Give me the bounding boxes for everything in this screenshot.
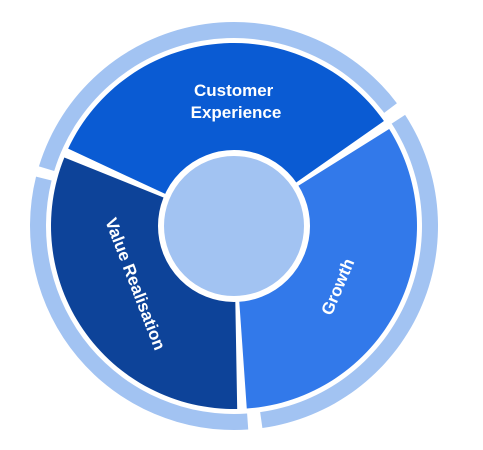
outer-ring	[30, 21, 439, 430]
outer-ring-arc-right	[260, 114, 439, 429]
segment-growth[interactable]	[238, 129, 417, 409]
segment-label-line: Experience	[191, 103, 282, 122]
segment-label-customer-experience: Customer Experience	[191, 81, 282, 122]
outer-ring-arc-top	[38, 21, 397, 172]
segment-customer-experience[interactable]	[68, 43, 384, 197]
segments	[51, 43, 417, 409]
segment-label-line: Customer	[194, 81, 274, 100]
segment-value-realisation[interactable]	[51, 157, 238, 409]
center-circle	[158, 150, 310, 302]
